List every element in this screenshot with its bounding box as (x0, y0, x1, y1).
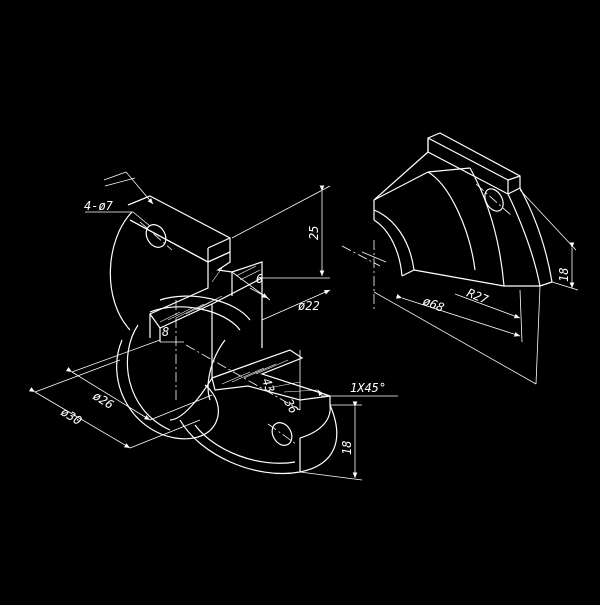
left-dimensions: 4-ø7 25 6 ø22 8 ø26 ø30 1X45° 36 (28, 171, 398, 481)
right-part-bracket (341, 132, 553, 310)
label-radius-27: R27 (465, 286, 491, 307)
label-chamfer: 1X45° (350, 381, 386, 395)
label-8: 8 (162, 325, 169, 339)
label-43: 43 (259, 376, 277, 394)
label-18-left: 18 (340, 441, 354, 455)
left-part-bushing (109, 195, 338, 475)
section-upper (149, 251, 263, 329)
top-flange (127, 195, 231, 263)
label-dia-22: ø22 (298, 299, 320, 313)
outer-arc-left (116, 339, 176, 439)
bottom-flange (179, 396, 338, 475)
label-dia-68: ø68 (421, 294, 446, 315)
label-36: 36 (281, 396, 301, 416)
label-4-holes: 4-ø7 (84, 199, 114, 213)
right-dimensions: R27 ø68 18 (373, 189, 579, 385)
label-dia-26: ø26 (90, 389, 116, 412)
label-18-right: 18 (557, 268, 571, 282)
section-lower (211, 349, 331, 401)
outer-arc-top (109, 211, 133, 331)
label-6: 6 (256, 272, 263, 286)
label-25: 25 (307, 226, 321, 240)
